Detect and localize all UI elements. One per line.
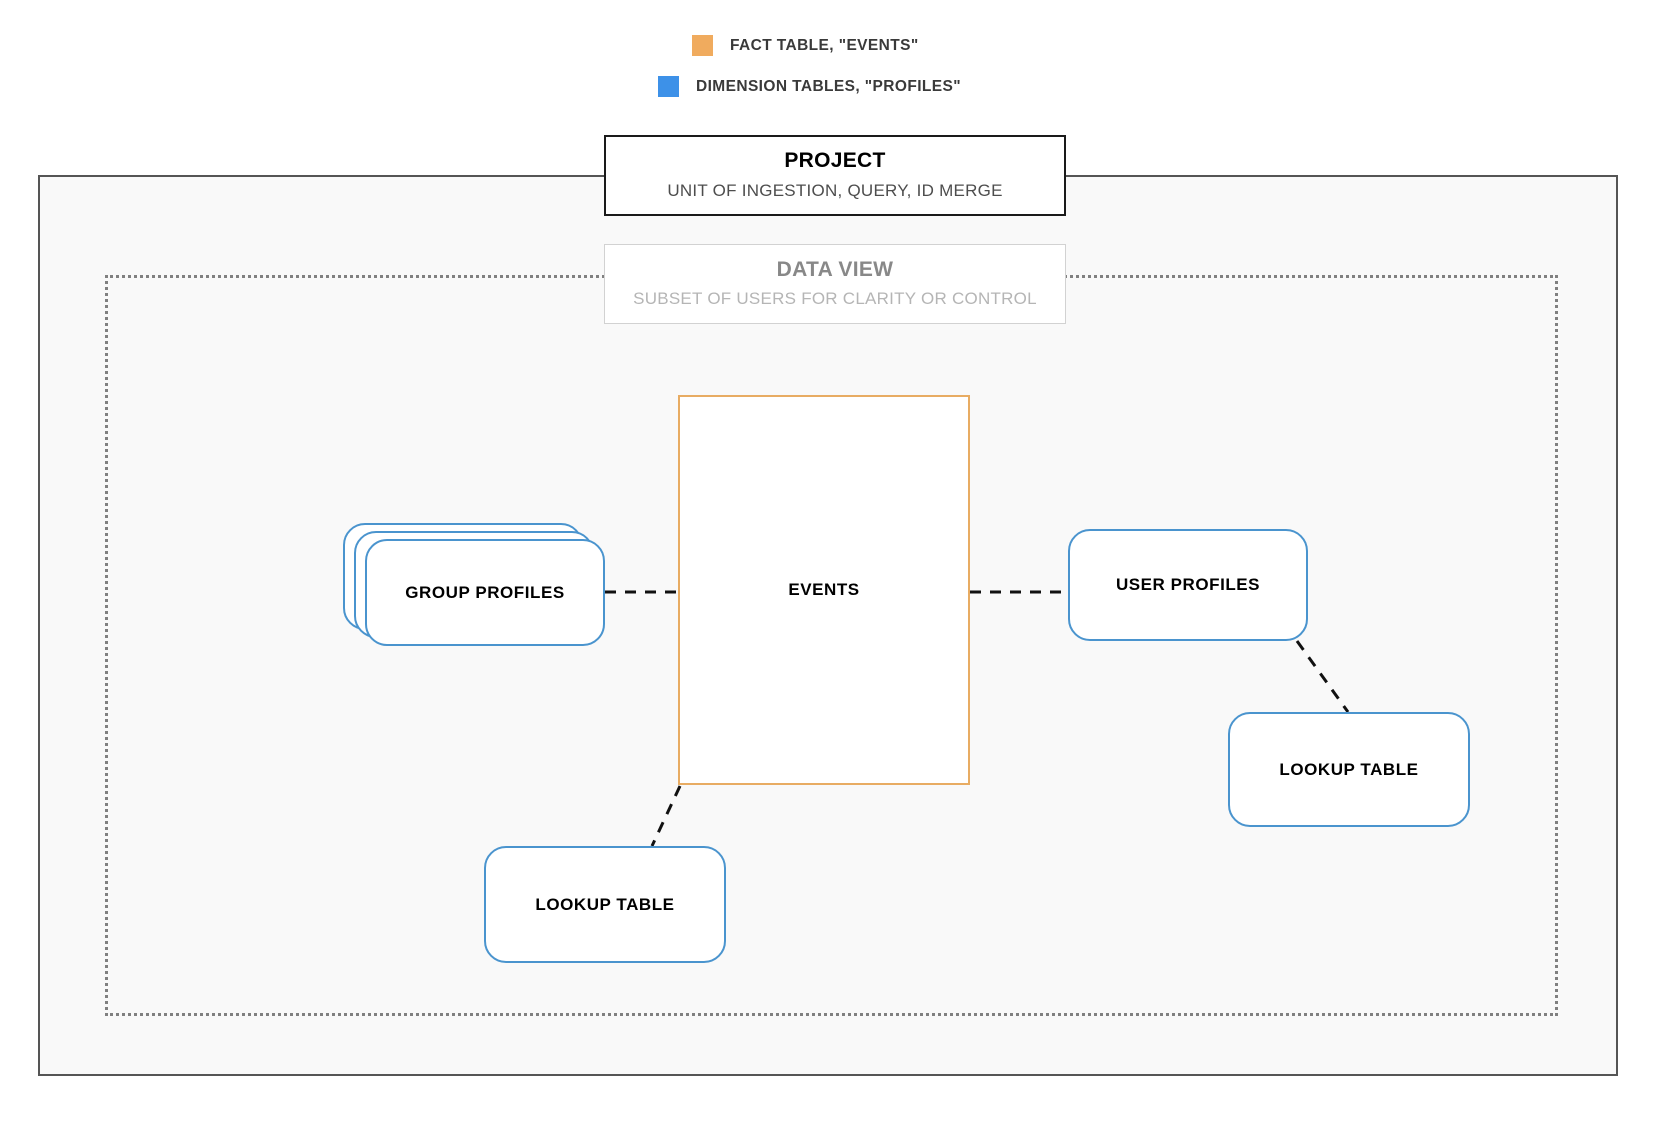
node-lookup-table-left-label: LOOKUP TABLE — [535, 894, 675, 914]
project-box[interactable]: PROJECT UNIT OF INGESTION, QUERY, ID MER… — [604, 135, 1066, 216]
data-view-title: DATA VIEW — [776, 257, 894, 281]
node-events[interactable]: EVENTS — [678, 395, 970, 785]
legend-label-fact-table: FACT TABLE, "EVENTS" — [730, 36, 919, 54]
node-group-profiles[interactable]: GROUP PROFILES — [365, 539, 605, 646]
data-view-subtitle: SUBSET OF USERS FOR CLARITY OR CONTROL — [633, 289, 1037, 309]
node-lookup-table-right[interactable]: LOOKUP TABLE — [1228, 712, 1470, 827]
legend-item-dimension-tables: DIMENSION TABLES, "PROFILES" — [658, 76, 961, 97]
node-events-label: EVENTS — [788, 580, 860, 599]
project-title: PROJECT — [784, 149, 886, 173]
legend-label-dimension-tables: DIMENSION TABLES, "PROFILES" — [696, 77, 962, 95]
node-lookup-table-left[interactable]: LOOKUP TABLE — [484, 846, 726, 963]
node-lookup-table-right-label: LOOKUP TABLE — [1279, 759, 1419, 779]
legend-item-fact-table: FACT TABLE, "EVENTS" — [692, 35, 919, 56]
project-subtitle: UNIT OF INGESTION, QUERY, ID MERGE — [667, 180, 1003, 200]
node-group-profiles-label: GROUP PROFILES — [405, 582, 565, 602]
node-user-profiles-label: USER PROFILES — [1115, 575, 1261, 594]
square-swatch-icon — [658, 76, 679, 97]
node-user-profiles[interactable]: USER PROFILES — [1068, 529, 1308, 641]
square-swatch-icon — [692, 35, 713, 56]
data-view-box[interactable]: DATA VIEW SUBSET OF USERS FOR CLARITY OR… — [604, 244, 1066, 324]
